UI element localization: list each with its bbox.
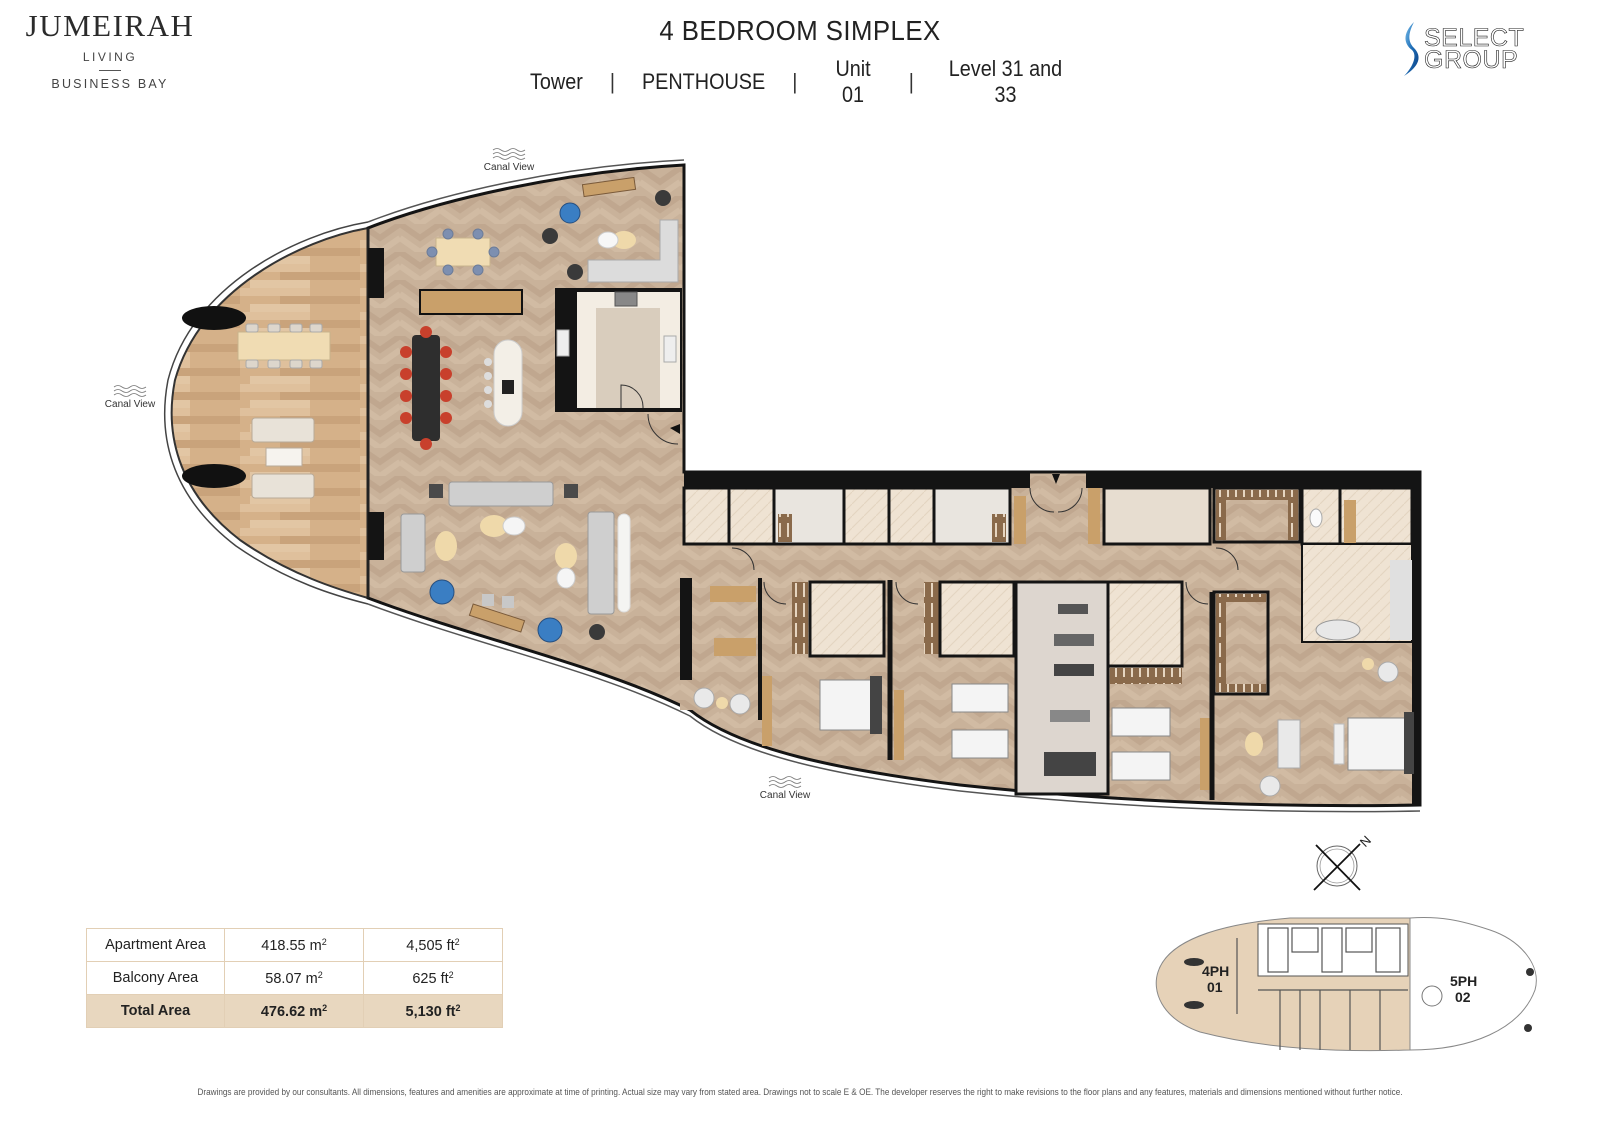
keyplan-unit-4ph: 4PH (1202, 963, 1229, 979)
area-label: Apartment Area (86, 928, 225, 962)
keyplan-unit-5ph: 5PH (1450, 973, 1477, 989)
area-table: Apartment Area 418.55 m2 4,505 ft2 Balco… (86, 928, 503, 1028)
svg-text:N: N (1357, 833, 1374, 850)
unit-number-label: Unit 01 (835, 56, 871, 107)
table-row-total: Total Area 476.62 m2 5,130 ft2 (86, 994, 503, 1028)
gym (1014, 580, 1110, 796)
view-label-text: Canal View (104, 399, 156, 410)
waves-icon (113, 385, 147, 397)
view-label-west: Canal View (90, 385, 170, 410)
family-lounge (542, 176, 679, 283)
area-metric: 418.55 m2 (224, 928, 364, 962)
area-label: Total Area (86, 994, 225, 1028)
kitchen (555, 288, 682, 412)
brand-wordmark: SELECT GROUP (1424, 24, 1525, 74)
powder-rooms-row (682, 486, 1026, 546)
view-label-text: Canal View (483, 162, 535, 173)
brand-line-group: GROUP (1424, 46, 1519, 74)
laundry-and-wardrobes (1088, 486, 1302, 546)
level-label: Level 31 and 33 (948, 56, 1063, 107)
console-unit (419, 289, 523, 315)
kitchen-island-bar (484, 339, 523, 427)
building-label: Tower (530, 69, 583, 94)
flame-logo-icon (1404, 22, 1419, 76)
area-metric: 476.62 m2 (224, 994, 364, 1028)
area-imperial: 4,505 ft2 (363, 928, 503, 962)
table-row: Balcony Area 58.07 m2 625 ft2 (86, 961, 503, 995)
bedroom-2 (762, 580, 886, 746)
unit-subtitle: Tower | PENTHOUSE | Unit 01 | Level 31 a… (530, 56, 1070, 108)
bedroom-4 (1106, 580, 1214, 790)
view-label-north: Canal View (469, 148, 549, 173)
balcony-dining-set (237, 323, 331, 369)
separator: | (908, 69, 914, 94)
brand-line-select: SELECT (1424, 24, 1525, 52)
disclaimer: Drawings are provided by our consultants… (197, 1087, 1403, 1098)
brand-divider (99, 70, 121, 71)
area-metric: 58.07 m2 (224, 961, 364, 995)
brand-name: JUMEIRAH (25, 8, 195, 43)
separator: | (609, 69, 615, 94)
breakfast-table (426, 228, 500, 276)
dining-table-10-seat (400, 326, 452, 450)
brand-line-location: BUSINESS BAY (51, 77, 169, 91)
main-lounge (400, 481, 631, 643)
view-label-text: Canal View (759, 790, 811, 801)
area-imperial: 5,130 ft2 (363, 994, 503, 1028)
keyplan-unit-02: 02 (1455, 989, 1471, 1005)
waves-icon (492, 148, 526, 160)
study-room (680, 578, 760, 715)
area-imperial: 625 ft2 (363, 961, 503, 995)
view-label-south: Canal View (745, 776, 825, 801)
unit-type-label: PENTHOUSE (641, 69, 766, 94)
balcony-lounge-set (251, 417, 315, 499)
jumeirah-logo: JUMEIRAH LIVING BUSINESS BAY (20, 8, 200, 91)
area-label: Balcony Area (86, 961, 225, 995)
page-title: 4 BEDROOM SIMPLEX (659, 15, 941, 46)
header: 4 BEDROOM SIMPLEX Tower | PENTHOUSE | Un… (500, 12, 1100, 108)
waves-icon (768, 776, 802, 788)
master-bathroom (1300, 486, 1414, 643)
keyplan-unit-01: 01 (1207, 979, 1223, 995)
separator: | (792, 69, 798, 94)
select-group-logo: SELECT GROUP (1400, 20, 1524, 78)
table-row: Apartment Area 418.55 m2 4,505 ft2 (86, 928, 503, 962)
key-plan: 4PH 01 5PH 02 (1155, 917, 1537, 1052)
master-bedroom (1212, 590, 1414, 797)
bedroom-3 (894, 580, 1028, 760)
balcony-terrace (170, 226, 369, 600)
compass-north-arrow-icon: N (1313, 833, 1374, 891)
brand-line-living: LIVING (82, 50, 138, 64)
